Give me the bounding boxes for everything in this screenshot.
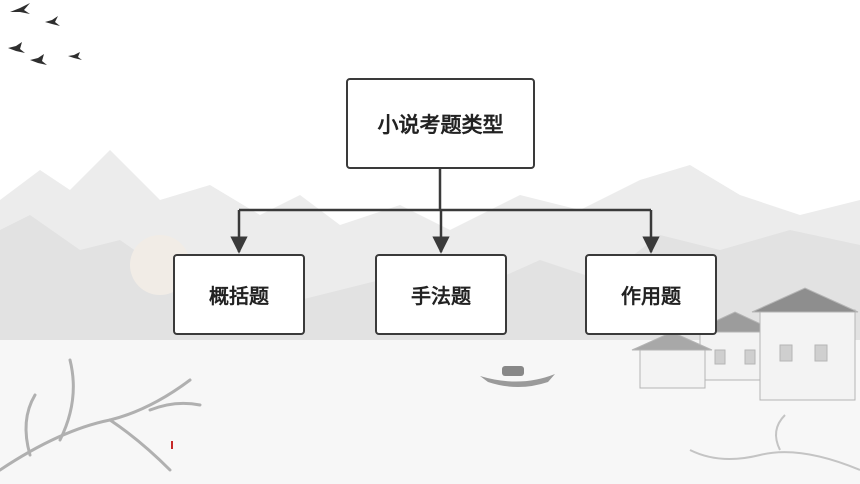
- child-node-3: 作用题: [585, 254, 717, 335]
- root-node-label: 小说考题类型: [377, 112, 504, 137]
- boat-icon: [480, 374, 555, 387]
- child-node-label: 作用题: [621, 284, 681, 308]
- child-node-1: 概括题: [173, 254, 305, 335]
- red-mark: [171, 441, 173, 449]
- child-node-label: 概括题: [209, 284, 269, 308]
- house-cluster: [631, 287, 859, 401]
- bird-icon: [8, 3, 82, 65]
- child-node-label: 手法题: [411, 284, 471, 308]
- plum-branch: [0, 358, 202, 472]
- root-node: 小说考题类型: [346, 78, 535, 169]
- plum-branch-right: [689, 414, 860, 471]
- child-node-2: 手法题: [375, 254, 507, 335]
- boat-canopy: [502, 366, 524, 376]
